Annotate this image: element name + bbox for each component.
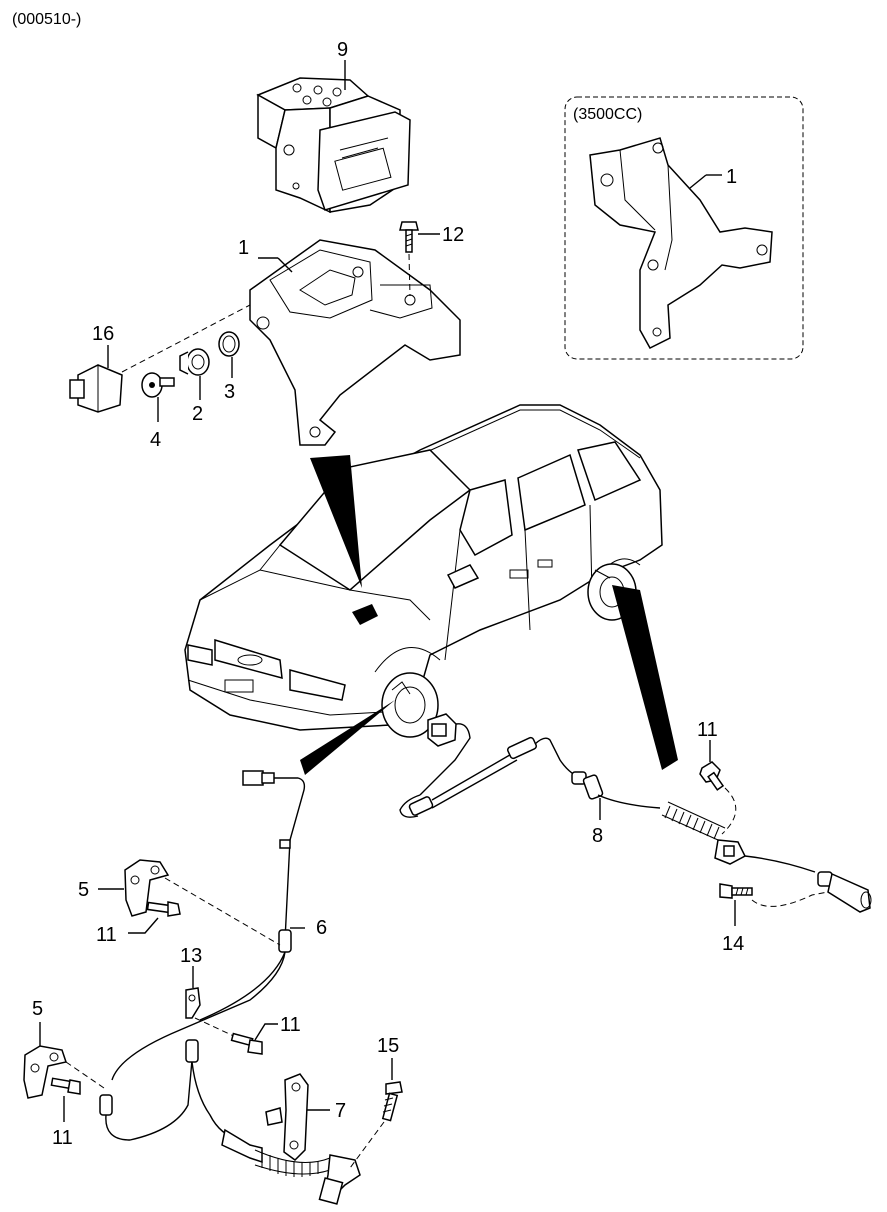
grommet-2 — [179, 348, 210, 400]
callout-11-upper-left: 11 — [96, 924, 117, 946]
callout-6: 6 — [316, 917, 327, 939]
bolt-11-lower — [50, 1077, 81, 1122]
bolt-14 — [719, 883, 829, 926]
washer-3 — [218, 331, 240, 378]
callout-12: 12 — [442, 224, 464, 246]
clip-13 — [185, 966, 239, 1039]
abs-hydraulic-unit — [256, 60, 411, 214]
location-pointers — [300, 455, 678, 775]
callout-5-lower: 5 — [32, 998, 43, 1020]
corrugated-tube-front — [254, 1149, 331, 1177]
inset-label: (3500CC) — [573, 106, 642, 123]
vehicle-minivan — [184, 404, 663, 738]
inset-3500cc — [564, 96, 804, 360]
bolt-11-middle — [230, 1023, 278, 1055]
callout-7: 7 — [335, 1100, 346, 1122]
bracket-7 — [265, 1073, 330, 1161]
callout-8: 8 — [592, 825, 603, 847]
bolt-12 — [399, 221, 440, 297]
front-wheel-sensor-6 — [99, 770, 361, 1205]
callout-15: 15 — [377, 1035, 399, 1057]
date-code-label: (000510-) — [12, 11, 81, 28]
abs-mounting-bracket — [249, 239, 461, 446]
corrugated-tube-rear — [661, 801, 726, 841]
callout-5-upper: 5 — [78, 879, 89, 901]
callout-11-lower: 11 — [52, 1127, 73, 1149]
callout-3: 3 — [224, 381, 235, 403]
callout-1-bracket: 1 — [238, 237, 249, 259]
bracket-5-upper — [98, 859, 281, 946]
g-sensor-16 — [69, 304, 251, 413]
bolt-11-upper-left — [128, 901, 181, 934]
callout-2: 2 — [192, 403, 203, 425]
callout-1-inset: 1 — [726, 166, 737, 188]
callout-11-rear: 11 — [697, 719, 718, 741]
callout-16: 16 — [92, 323, 114, 345]
callout-14: 14 — [722, 933, 744, 955]
rear-wheel-sensor-8 — [399, 713, 872, 913]
bracket-5-lower — [23, 1022, 105, 1099]
callout-9: 9 — [337, 39, 348, 61]
callout-13: 13 — [180, 945, 202, 967]
bolt-15 — [349, 1058, 403, 1169]
bolt-11-rear — [699, 740, 737, 835]
bolt-4 — [141, 372, 175, 422]
callout-4: 4 — [150, 429, 161, 451]
callout-11-middle: 11 — [280, 1014, 301, 1036]
